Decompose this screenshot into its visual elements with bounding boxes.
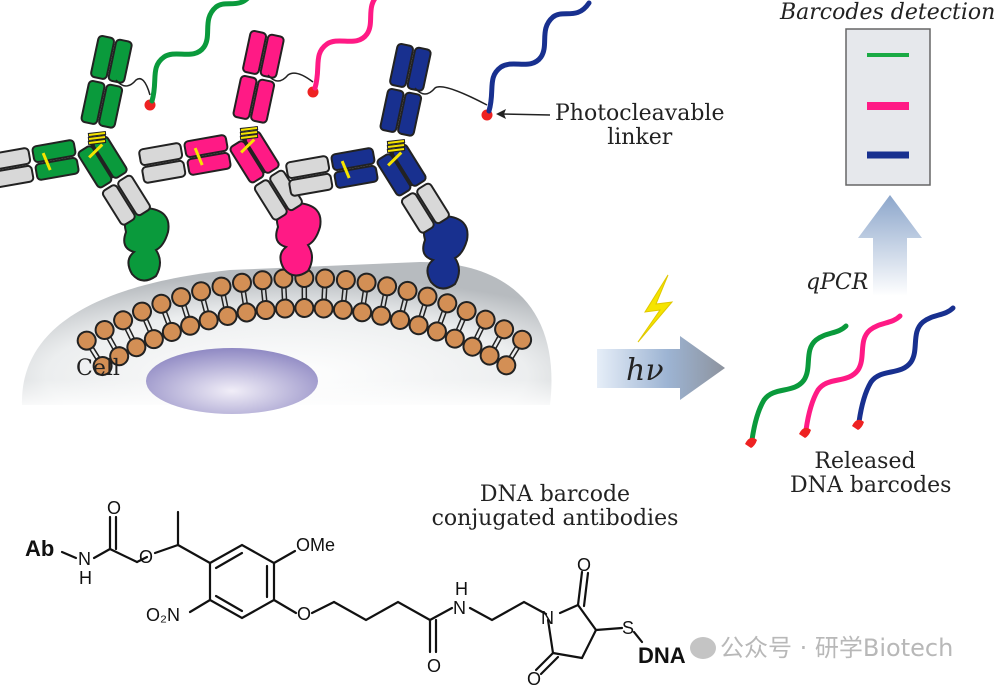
qpcr-label: qPCR	[806, 270, 869, 295]
chem-s-label: S	[622, 618, 634, 638]
lipid-molecule	[151, 293, 182, 342]
fc-region	[376, 143, 450, 234]
released-pink-barcode	[799, 313, 903, 438]
photocleavable-line1: Photocleavable	[555, 101, 725, 126]
chem-carbonyl-o: O	[107, 498, 121, 518]
fc-region	[77, 135, 151, 226]
hv-label: hν	[626, 353, 664, 388]
wechat-icon	[690, 637, 716, 659]
antibodies	[0, 0, 592, 290]
chemical-labels: Ab N H O O OMe O₂N O N H O N O O S DNA	[25, 498, 686, 685]
green-antibody	[0, 0, 250, 282]
chem-dna-label: DNA	[638, 643, 686, 668]
chem-no2-label: O₂N	[146, 605, 180, 625]
fab-arm-upper	[80, 34, 133, 129]
nucleus	[146, 348, 318, 414]
linker-strand	[115, 77, 151, 96]
blue-band	[867, 151, 909, 159]
lipid-molecule	[252, 270, 276, 321]
released-line1: Released	[814, 449, 916, 474]
chemical-structure	[60, 510, 644, 676]
linker-strand	[414, 86, 488, 106]
cleaved-linker-cap	[852, 419, 864, 430]
cleaved-linker-cap	[745, 437, 757, 448]
conjugated-antibodies-label: DNA barcode conjugated antibodies	[425, 483, 685, 531]
lipid-molecule	[191, 281, 219, 331]
released-blue-barcode	[852, 305, 956, 430]
photocleavable-linker-label: Photocleavable linker	[555, 102, 724, 150]
watermark-text: 公众号 · 研学Biotech	[720, 634, 954, 662]
fab-arm-left	[138, 134, 232, 184]
detection-gel	[845, 28, 931, 186]
fab-arm-left	[285, 147, 379, 197]
lipid-molecule	[371, 276, 398, 326]
lipid-molecule	[444, 301, 477, 349]
pink-antibody	[138, 0, 377, 277]
watermark: 公众号 · 研学Biotech	[690, 628, 953, 663]
chem-n-label: N	[78, 549, 91, 569]
linker-pointer-arrow	[496, 109, 551, 119]
released-green-barcode	[745, 323, 849, 448]
lipid-molecule	[76, 330, 113, 377]
chem-ester-o: O	[139, 547, 153, 567]
cell-label: Cell	[76, 356, 120, 381]
light-arrow	[597, 336, 725, 400]
chem-amide-n: N	[453, 598, 466, 618]
released-barcodes	[745, 305, 956, 448]
green-band	[867, 53, 909, 57]
fc-region	[229, 130, 303, 221]
conjugated-line1: DNA barcode	[479, 482, 631, 507]
lipid-bilayer	[76, 268, 533, 377]
lipid-molecule	[352, 272, 377, 323]
lipid-molecule	[313, 268, 336, 319]
lipid-molecule	[408, 286, 438, 336]
chem-imide-n: N	[541, 608, 554, 628]
lipid-molecule	[94, 320, 130, 367]
linker-strand	[267, 72, 314, 83]
lipid-molecule	[232, 272, 257, 323]
blue-antibody	[285, 0, 592, 290]
barcodes-detection-title: Barcodes detection	[780, 0, 996, 25]
chem-imide-o-bottom: O	[527, 669, 541, 685]
released-barcodes-label: Released DNA barcodes	[790, 449, 952, 498]
fab-arm-left	[0, 139, 80, 189]
lipid-molecule	[462, 309, 496, 357]
lipid-molecule	[113, 310, 147, 358]
released-line2: DNA barcodes	[790, 473, 952, 498]
pink-band	[867, 102, 909, 110]
lipid-molecule	[273, 268, 295, 319]
photocleavable-line2: linker	[607, 125, 673, 150]
dna-barcode-strand	[312, 0, 377, 91]
lipid-molecule	[390, 280, 418, 330]
chem-h-label: H	[79, 568, 92, 588]
chem-ab-label: Ab	[25, 536, 54, 561]
conjugated-line2: conjugated antibodies	[431, 506, 679, 531]
lipid-molecule	[171, 287, 201, 336]
dna-barcode-strand	[149, 0, 250, 104]
fab-arm-upper	[232, 29, 285, 124]
lipid-molecule	[496, 329, 533, 376]
fab-arm-upper	[379, 42, 432, 137]
lipid-molecule	[132, 301, 164, 350]
chem-ether-o: O	[297, 604, 311, 624]
lipid-molecule	[332, 270, 356, 320]
chem-amide-h: H	[455, 579, 468, 599]
chem-imide-o-top: O	[577, 555, 591, 575]
chem-ome-label: OMe	[296, 535, 335, 555]
lipid-molecule	[479, 319, 515, 366]
lipid-molecule	[211, 276, 238, 326]
chem-amide-o: O	[427, 656, 441, 676]
dna-barcode-strand	[486, 0, 592, 114]
lightning-bolt-icon	[637, 274, 674, 343]
qpcr-arrow	[858, 195, 922, 296]
cleaved-linker-cap	[799, 427, 811, 438]
lipid-molecule	[426, 293, 458, 342]
